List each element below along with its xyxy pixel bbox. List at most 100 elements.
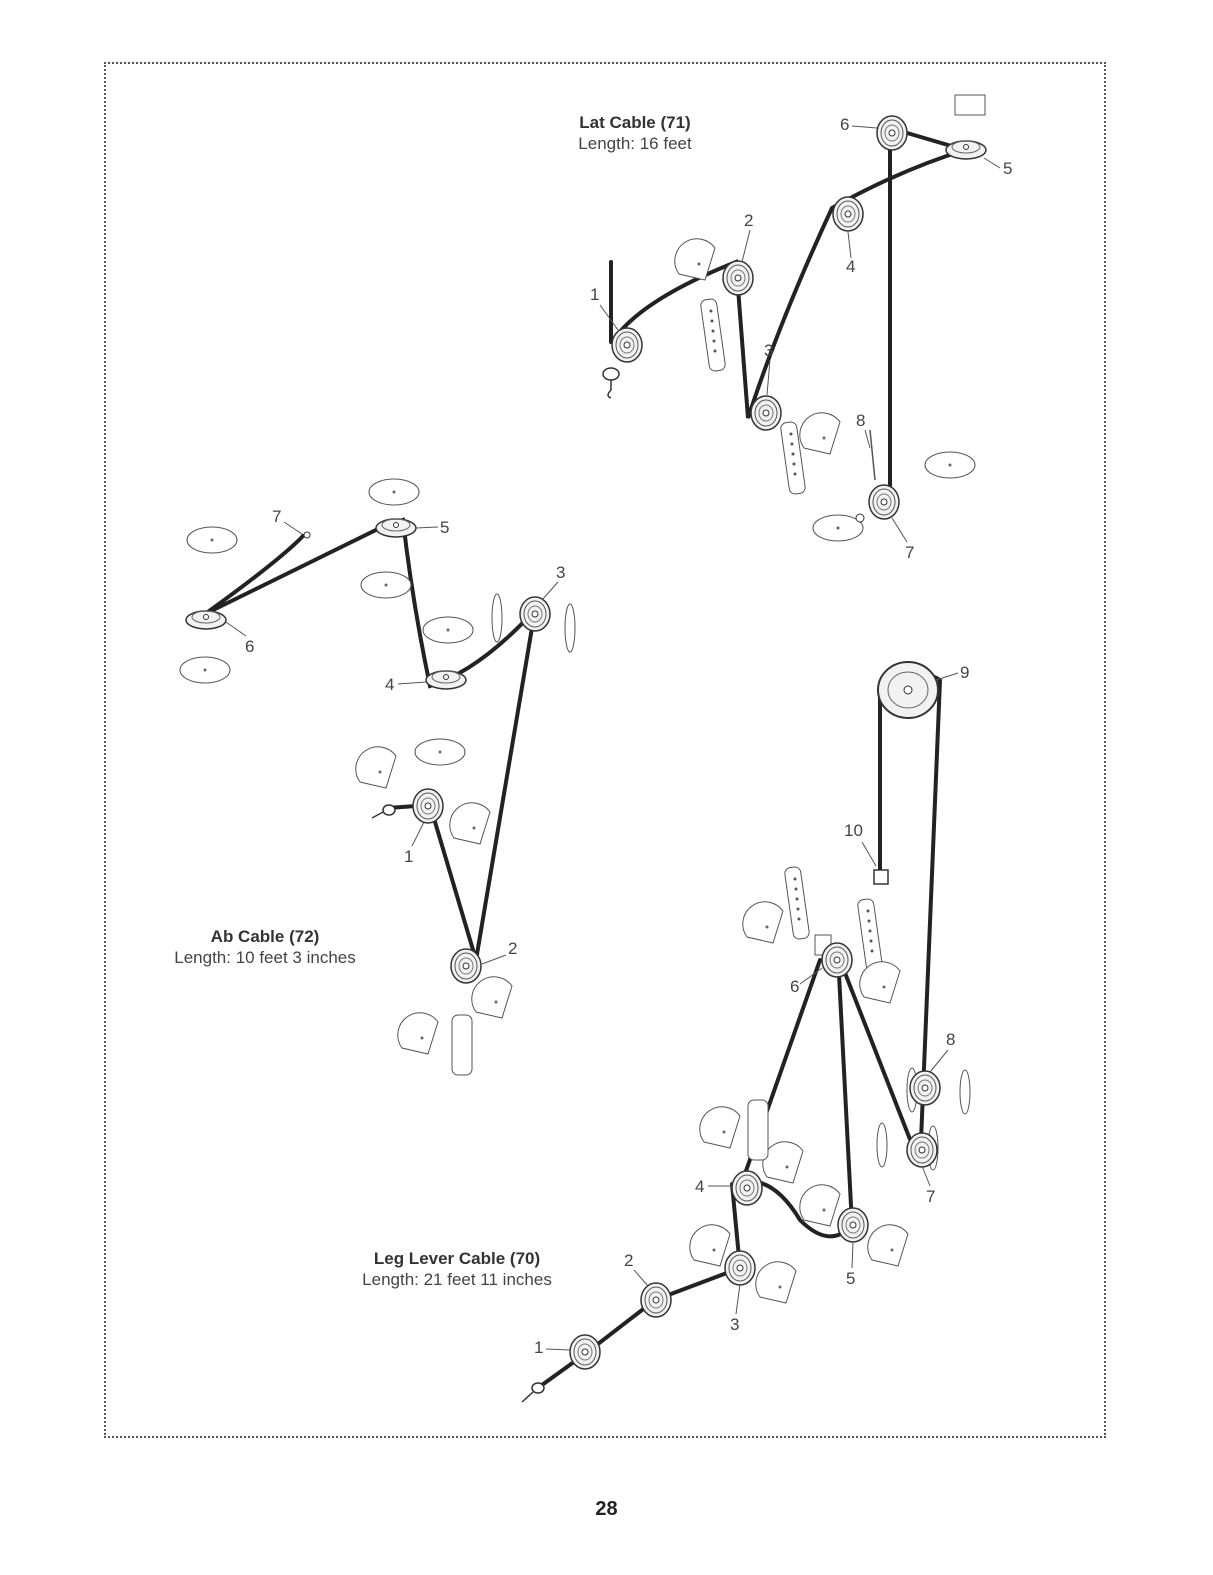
page-number: 28 bbox=[0, 1498, 1213, 1521]
leg-pulley-7 bbox=[907, 1133, 937, 1167]
cable-end-stop bbox=[874, 870, 888, 884]
bracket-plate bbox=[756, 1262, 796, 1303]
lat-label-2: 2 bbox=[744, 211, 753, 230]
leg-pulley-3 bbox=[725, 1251, 755, 1285]
leg-label-8: 8 bbox=[946, 1030, 955, 1049]
leg-cable-callout: Leg Lever Cable (70) Length: 21 feet 11 … bbox=[332, 1248, 582, 1290]
bracket-plate bbox=[700, 1107, 740, 1148]
leg-label-4: 4 bbox=[695, 1177, 704, 1196]
lat-cable-hook bbox=[603, 368, 619, 398]
leg-cable-name: Leg Lever Cable (70) bbox=[332, 1248, 582, 1269]
lat-label-7: 7 bbox=[905, 543, 914, 562]
ab-pulley-3 bbox=[520, 597, 550, 631]
leg-pulley-1 bbox=[570, 1335, 600, 1369]
ab-label-7: 7 bbox=[272, 507, 281, 526]
bracket-plate bbox=[472, 977, 512, 1018]
mount-disc bbox=[187, 527, 237, 553]
lat-pulley-3 bbox=[751, 396, 781, 430]
leg-pulley-2 bbox=[641, 1283, 671, 1317]
adjustment-bar bbox=[857, 898, 883, 972]
lat-cable-name: Lat Cable (71) bbox=[560, 112, 710, 133]
leg-cable-group: 1 2 3 4 5 6 7 8 9 10 bbox=[522, 662, 970, 1402]
bracket-plate bbox=[690, 1225, 730, 1266]
leg-pulley-6 bbox=[822, 943, 852, 977]
leg-cable-length: Length: 21 feet 11 inches bbox=[332, 1269, 582, 1290]
leg-label-3: 3 bbox=[730, 1315, 739, 1334]
ab-label-5: 5 bbox=[440, 518, 449, 537]
pulley-bracket bbox=[452, 1015, 472, 1075]
leg-pulley-5 bbox=[838, 1208, 868, 1242]
ab-pulley-1 bbox=[413, 789, 443, 823]
leg-label-2: 2 bbox=[624, 1251, 633, 1270]
ab-label-2: 2 bbox=[508, 939, 517, 958]
leg-label-9: 9 bbox=[960, 663, 969, 682]
leg-label-6: 6 bbox=[790, 977, 799, 996]
mount-disc bbox=[369, 479, 419, 505]
ab-pulley-5 bbox=[376, 519, 416, 537]
adjustment-bar bbox=[784, 866, 810, 940]
bracket-plate bbox=[356, 747, 396, 788]
leg-pulley-9 bbox=[878, 662, 938, 718]
lat-cable-group: 1 2 3 4 5 6 7 8 bbox=[590, 95, 1012, 562]
lat-label-4: 4 bbox=[846, 257, 855, 276]
lat-part-labels: 1 2 3 4 5 6 7 8 bbox=[590, 115, 1012, 562]
side-disc bbox=[877, 1123, 887, 1167]
lat-pulley-5 bbox=[946, 141, 986, 159]
ab-pulley-2 bbox=[451, 949, 481, 983]
ab-cable-name: Ab Cable (72) bbox=[150, 926, 380, 947]
lat-pulley-1 bbox=[612, 328, 642, 362]
ab-cable-callout: Ab Cable (72) Length: 10 feet 3 inches bbox=[150, 926, 380, 968]
ab-cable-length: Length: 10 feet 3 inches bbox=[150, 947, 380, 968]
bracket-plate bbox=[800, 1185, 840, 1226]
leg-label-10: 10 bbox=[844, 821, 863, 840]
lat-label-1: 1 bbox=[590, 285, 599, 304]
bracket-plate bbox=[868, 1225, 908, 1266]
bracket-plate bbox=[763, 1142, 803, 1183]
lat-pulley-6 bbox=[877, 116, 907, 150]
lat-pulley-7 bbox=[869, 485, 899, 519]
lat-cable-length: Length: 16 feet bbox=[560, 133, 710, 154]
ab-label-6: 6 bbox=[245, 637, 254, 656]
mount-disc bbox=[180, 657, 230, 683]
bracket-plate bbox=[743, 902, 783, 943]
ab-cable-hook bbox=[372, 805, 395, 818]
bolt bbox=[870, 430, 875, 480]
ab-label-1: 1 bbox=[404, 847, 413, 866]
pulley-bracket bbox=[748, 1100, 768, 1160]
side-disc bbox=[960, 1070, 970, 1114]
ab-label-3: 3 bbox=[556, 563, 565, 582]
lat-label-5: 5 bbox=[1003, 159, 1012, 178]
leg-part-labels: 1 2 3 4 5 6 7 8 9 10 bbox=[534, 663, 969, 1357]
leg-cable-hook bbox=[522, 1383, 544, 1402]
leg-label-5: 5 bbox=[846, 1269, 855, 1288]
mount-disc bbox=[415, 739, 465, 765]
mount-disc bbox=[925, 452, 975, 478]
adjustment-bar bbox=[700, 298, 726, 372]
lat-pulley-2 bbox=[723, 261, 753, 295]
lat-cable-callout: Lat Cable (71) Length: 16 feet bbox=[560, 112, 710, 154]
ab-cable-group: 1 2 3 4 5 6 7 bbox=[180, 479, 575, 1075]
lat-label-8: 8 bbox=[856, 411, 865, 430]
cable-ball-end bbox=[304, 532, 310, 538]
mount-disc bbox=[813, 515, 863, 541]
lat-pulley-4 bbox=[833, 197, 863, 231]
bracket-plate bbox=[398, 1013, 438, 1054]
ab-pulley-4 bbox=[426, 671, 466, 689]
side-disc bbox=[565, 604, 575, 652]
side-disc bbox=[492, 594, 502, 642]
ab-label-4: 4 bbox=[385, 675, 394, 694]
washer bbox=[856, 514, 864, 522]
leg-label-1: 1 bbox=[534, 1338, 543, 1357]
mount-disc bbox=[361, 572, 411, 598]
top-bracket bbox=[955, 95, 985, 115]
leg-pulley-8 bbox=[910, 1071, 940, 1105]
mount-disc bbox=[423, 617, 473, 643]
leg-pulley-4 bbox=[732, 1171, 762, 1205]
ab-pulley-6 bbox=[186, 611, 226, 629]
bracket-plate bbox=[860, 962, 900, 1003]
bracket-plate bbox=[800, 413, 840, 454]
lat-label-3: 3 bbox=[764, 341, 773, 360]
leg-label-7: 7 bbox=[926, 1187, 935, 1206]
lat-label-6: 6 bbox=[840, 115, 849, 134]
